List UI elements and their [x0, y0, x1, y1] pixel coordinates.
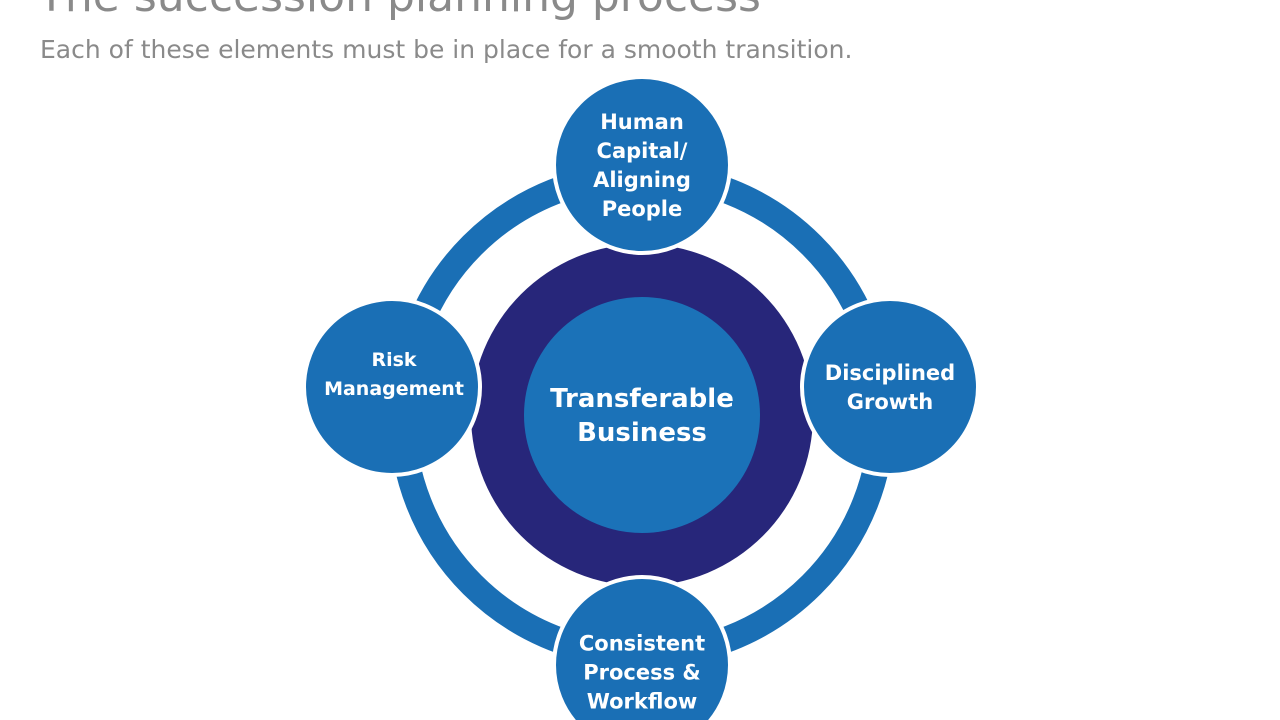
label-line: Growth [847, 390, 933, 414]
node-circle [552, 75, 732, 255]
label-line: Transferable [550, 384, 734, 414]
label-line: People [602, 197, 683, 221]
label-line: Human [600, 110, 684, 134]
node-circle [552, 575, 732, 720]
label-line: Workflow [587, 689, 698, 713]
label-line: Aligning [593, 168, 691, 192]
label-line: Management [324, 378, 464, 400]
label-line: Consistent [579, 631, 705, 655]
slide-title: The succession planning process [38, 0, 761, 22]
label-line: Process & [583, 660, 701, 684]
center-inner-circle [524, 297, 760, 533]
label-line: Risk [371, 349, 416, 371]
slide-subtitle: Each of these elements must be in place … [40, 35, 853, 64]
label-line: Disciplined [825, 361, 955, 385]
node-circle [800, 297, 980, 477]
node-circle [302, 297, 482, 477]
label-line: Capital/ [597, 139, 688, 163]
label-line: Business [577, 418, 707, 448]
